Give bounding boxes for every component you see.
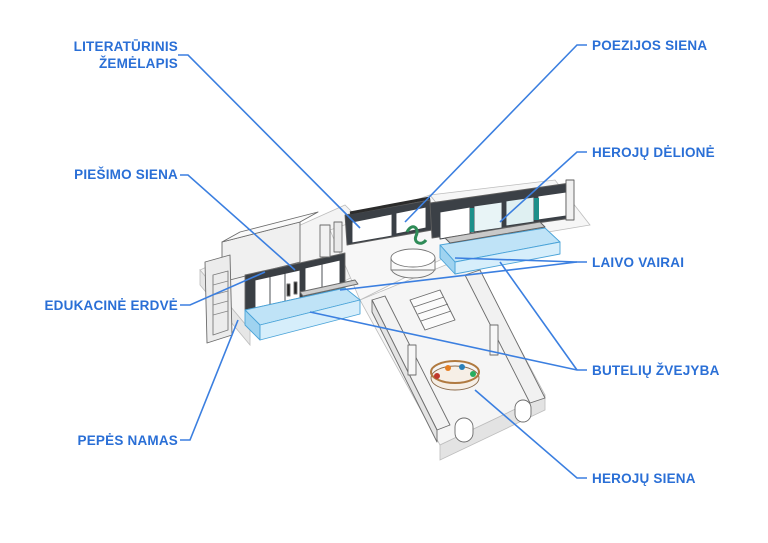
label-laivo-vairai: LAIVO VAIRAI bbox=[592, 255, 685, 270]
left-wing bbox=[204, 211, 361, 344]
label-buteliu-zvejyba: BUTELIŲ ŽVEJYBA bbox=[592, 363, 720, 378]
label-heroju-delione: HEROJŲ DĖLIONĖ bbox=[592, 145, 715, 160]
right-wing bbox=[429, 179, 575, 275]
leader-piesimo bbox=[180, 174, 296, 271]
leader-poezijos bbox=[404, 44, 587, 223]
label-literaturinis-zemelapis: LITERATŪRINIS ŽEMĖLAPIS bbox=[60, 38, 178, 72]
leader-buteliu-2 bbox=[499, 261, 578, 371]
label-literaturinis-line2: ŽEMĖLAPIS bbox=[98, 56, 178, 71]
central-hall bbox=[344, 196, 436, 279]
leader-heroju-siena bbox=[474, 389, 587, 479]
label-poezijos-siena: POEZIJOS SIENA bbox=[592, 38, 708, 53]
leader-heroju-delione bbox=[499, 151, 587, 223]
leader-laivo-2 bbox=[454, 257, 578, 263]
label-pepes-namas: PEPĖS NAMAS bbox=[77, 433, 178, 448]
leader-edukacine bbox=[180, 271, 266, 306]
label-literaturinis-line1: LITERATŪRINIS bbox=[73, 39, 178, 54]
leader-pepes bbox=[180, 319, 239, 441]
label-heroju-siena: HEROJŲ SIENA bbox=[592, 471, 696, 486]
leader-lines bbox=[178, 44, 587, 479]
label-piesimo-siena: PIEŠIMO SIENA bbox=[74, 167, 178, 182]
leader-literaturinis bbox=[178, 54, 361, 229]
label-edukacine-erdve: EDUKACINĖ ERDVĖ bbox=[44, 298, 178, 313]
